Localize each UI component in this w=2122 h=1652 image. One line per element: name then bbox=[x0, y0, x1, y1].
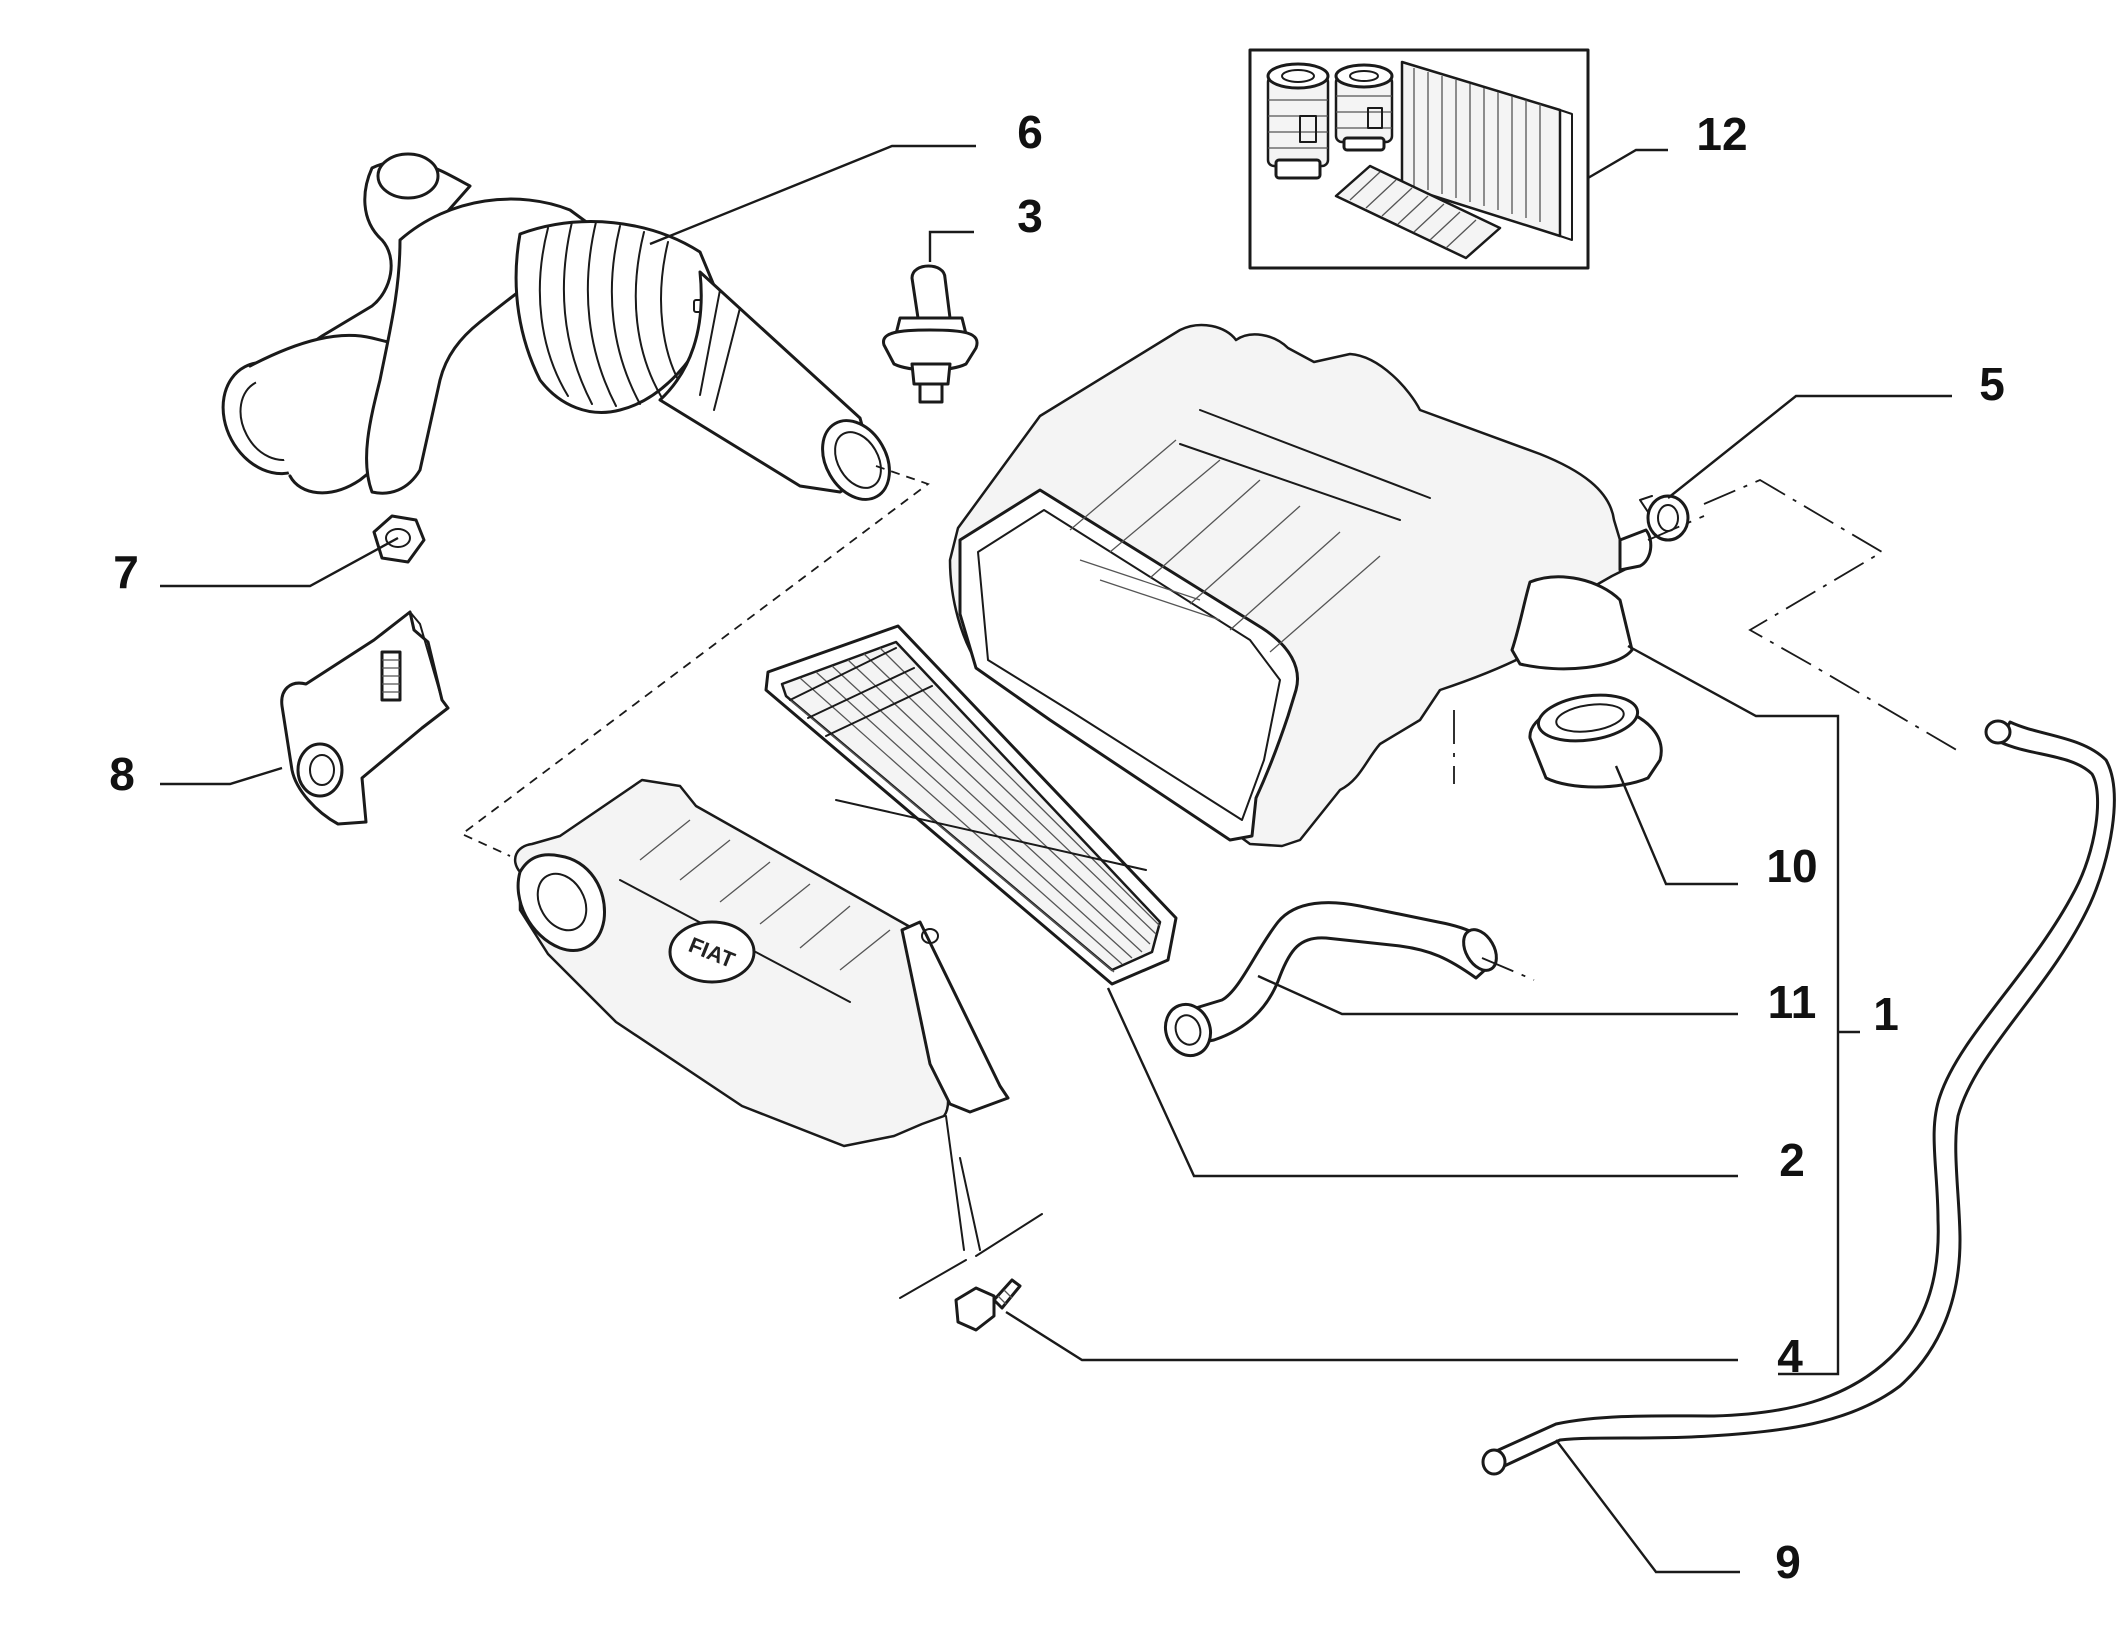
air-filter-part-2[interactable] bbox=[764, 624, 1178, 986]
callout-11: 11 bbox=[1768, 976, 1817, 1028]
callout-3: 3 bbox=[1017, 190, 1043, 242]
callout-10: 10 bbox=[1766, 840, 1817, 892]
callout-12: 12 bbox=[1696, 108, 1747, 160]
nut-part-7[interactable] bbox=[372, 514, 426, 564]
clamp-part-5[interactable] bbox=[1639, 494, 1690, 542]
airbox-lid-part-1[interactable]: FIAT bbox=[513, 778, 1010, 1148]
filter-kit-part-12[interactable] bbox=[1248, 48, 1668, 270]
small-hose-part-11[interactable] bbox=[1158, 901, 1503, 1062]
plug-grommet-part-3[interactable] bbox=[882, 264, 979, 404]
fiat-logo: FIAT bbox=[668, 920, 756, 984]
leader-lines bbox=[160, 144, 1952, 1574]
callout-8: 8 bbox=[109, 748, 135, 800]
callout-6: 6 bbox=[1017, 106, 1043, 158]
callout-4: 4 bbox=[1777, 1330, 1803, 1382]
screw-part-4[interactable] bbox=[954, 1278, 1022, 1332]
bracket-part-8[interactable] bbox=[280, 610, 450, 826]
callout-labels: 6 3 12 5 7 8 10 11 1 2 4 9 bbox=[109, 106, 2005, 1588]
assembly-dashed-lines bbox=[460, 465, 1961, 1299]
callout-5: 5 bbox=[1979, 358, 2005, 410]
callout-7: 7 bbox=[113, 546, 139, 598]
callout-9: 9 bbox=[1775, 1536, 1801, 1588]
long-hose-part-9[interactable] bbox=[1481, 719, 2116, 1476]
airbox-housing-part-1[interactable] bbox=[948, 323, 1653, 848]
seal-ring-part-10[interactable] bbox=[1528, 689, 1663, 789]
callout-2: 2 bbox=[1779, 1134, 1805, 1186]
intake-hose-part-6[interactable] bbox=[204, 152, 903, 511]
callout-1: 1 bbox=[1873, 988, 1899, 1040]
